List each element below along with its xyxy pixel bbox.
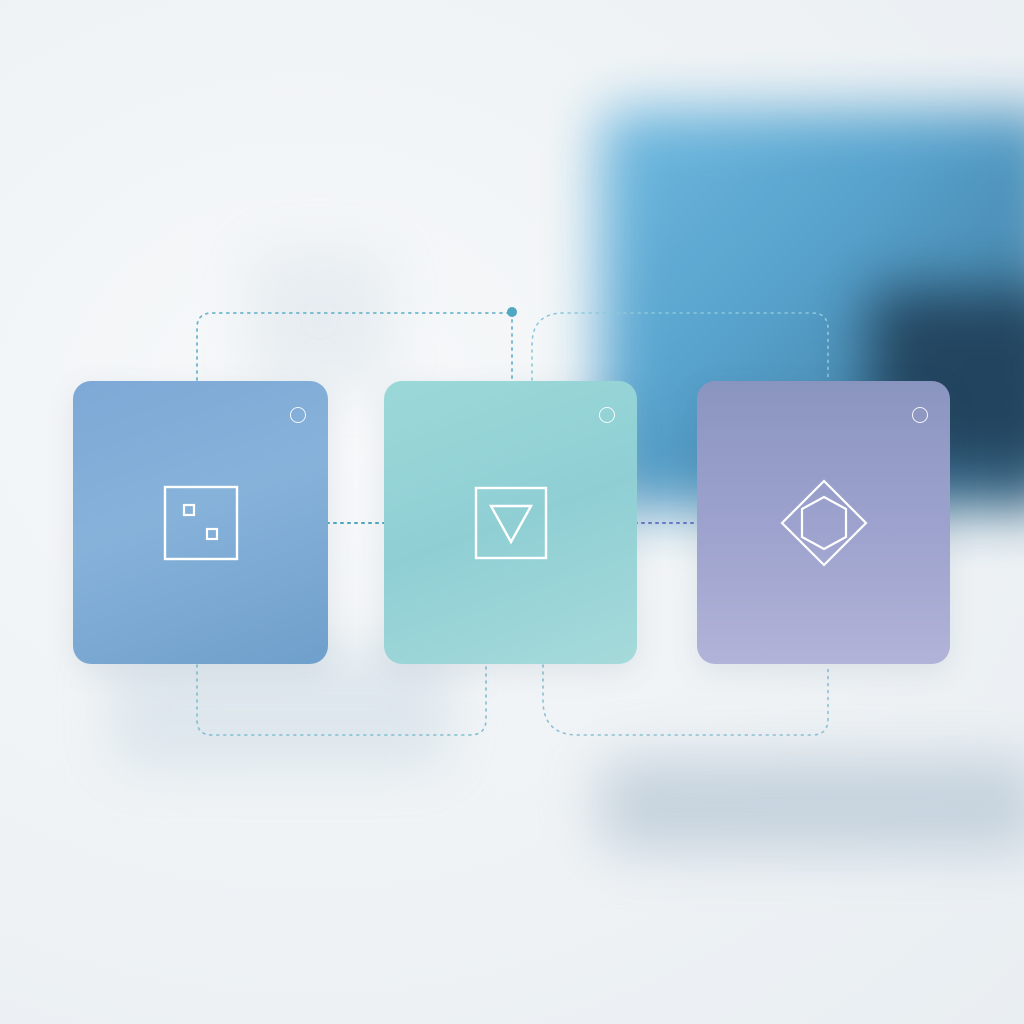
blurred-shadow-left [110, 650, 450, 770]
top-connector-right [531, 312, 829, 381]
node-status-circle[interactable] [290, 407, 306, 423]
blurred-bottom-band [600, 760, 1024, 850]
node-status-circle[interactable] [912, 407, 928, 423]
square-dots-icon [163, 485, 238, 560]
bottom-connector-left [196, 664, 487, 736]
process-node-1[interactable] [73, 381, 328, 664]
hexagon-diamond-icon [779, 478, 868, 567]
blurred-soft-shape [250, 250, 390, 390]
process-node-2[interactable] [384, 381, 637, 664]
process-node-3[interactable] [697, 381, 950, 664]
triangle-in-square-icon [474, 486, 547, 559]
bottom-connector-right [542, 664, 829, 736]
node-status-circle[interactable] [599, 407, 615, 423]
junction-dot [507, 307, 517, 317]
top-connector-left [196, 312, 513, 381]
